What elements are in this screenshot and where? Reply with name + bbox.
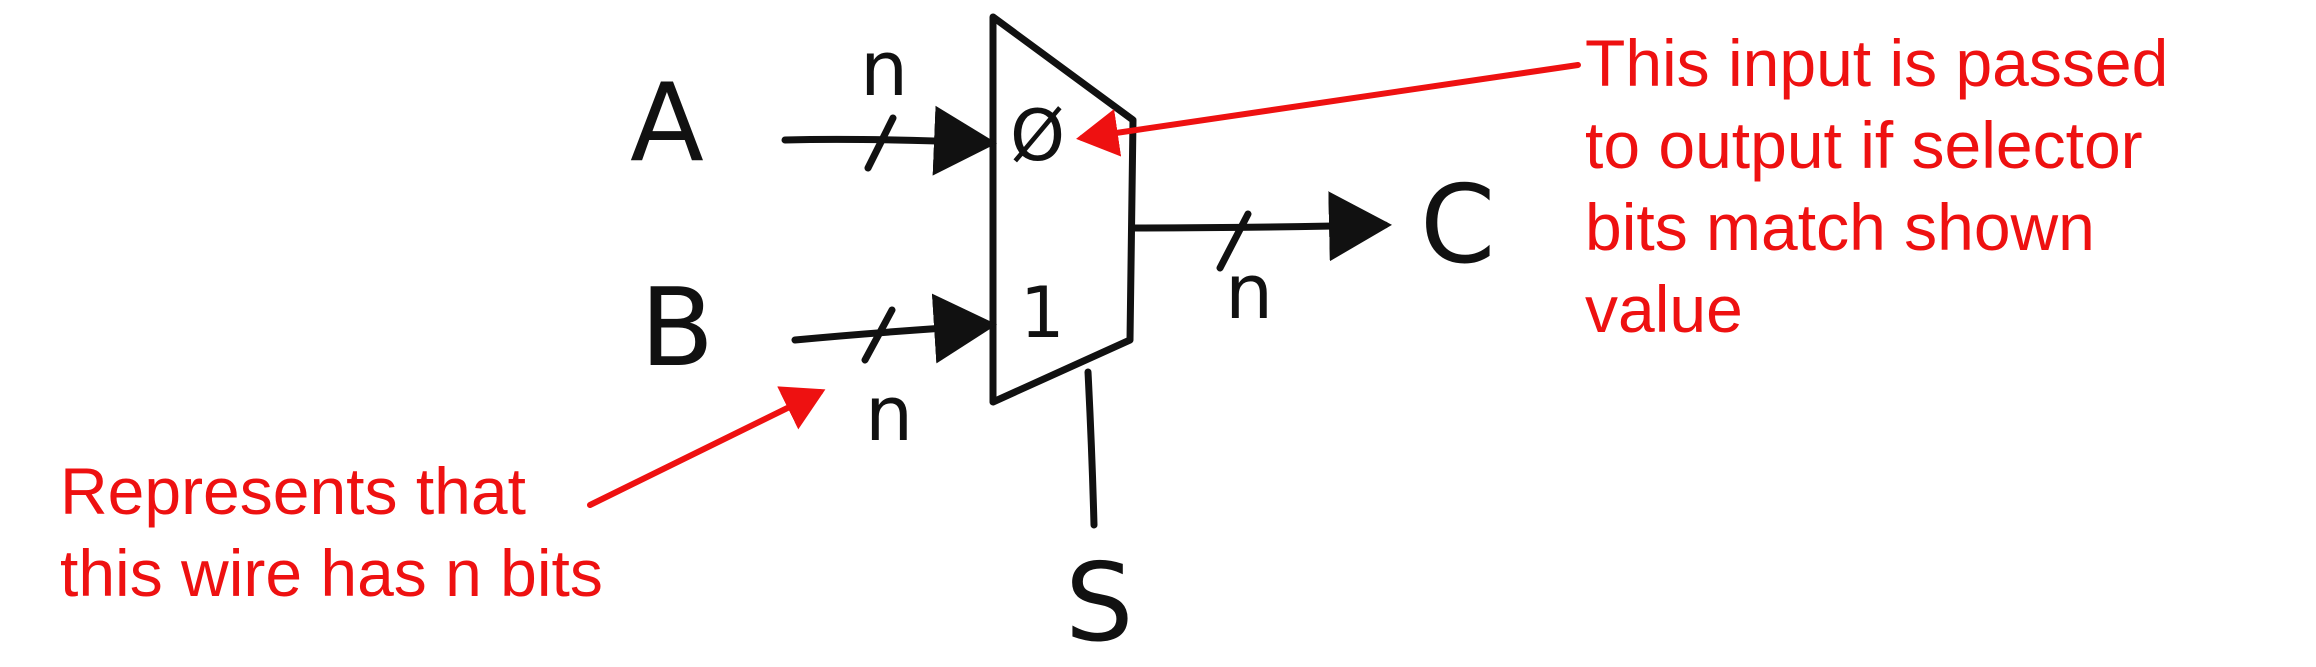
output-c-wire — [1129, 191, 1392, 262]
input-b-label: B — [640, 266, 714, 391]
annotation-passed-input: This input is passed to output if select… — [1585, 22, 2168, 350]
annotation-arrow-bus-width — [587, 386, 826, 508]
input-a-wire — [781, 105, 997, 176]
annotation-passed-input-line: This input is passed — [1585, 26, 2169, 100]
input-b-wire — [791, 293, 997, 364]
input-b-width-label: n — [865, 369, 913, 458]
annotation-wire-bits-line: Represents that — [60, 454, 526, 528]
output-c-width-label: n — [1225, 247, 1273, 336]
input-a-bus-slash — [864, 114, 897, 172]
mux-port-1-label: 1 — [1020, 272, 1065, 354]
output-c-bus-slash — [1216, 210, 1252, 272]
mux-body — [989, 13, 1137, 406]
output-c-label: C — [1420, 163, 1495, 288]
mux-port-0-label: Ø — [1010, 95, 1065, 177]
annotation-wire-bits-line: this wire has n bits — [60, 536, 603, 610]
annotation-passed-input-line: value — [1585, 272, 1743, 346]
annotation-passed-input-line: to output if selector — [1585, 108, 2143, 182]
input-b-bus-slash — [861, 306, 896, 364]
input-a-label: A — [630, 61, 704, 186]
selector-s-label: S — [1065, 541, 1134, 666]
selector-s-wire — [1084, 368, 1098, 529]
annotation-arrow-port0 — [1076, 62, 1581, 157]
annotation-passed-input-line: bits match shown — [1585, 190, 2095, 264]
input-a-width-label: n — [860, 24, 908, 113]
annotation-wire-bits: Represents that this wire has n bits — [60, 450, 603, 614]
